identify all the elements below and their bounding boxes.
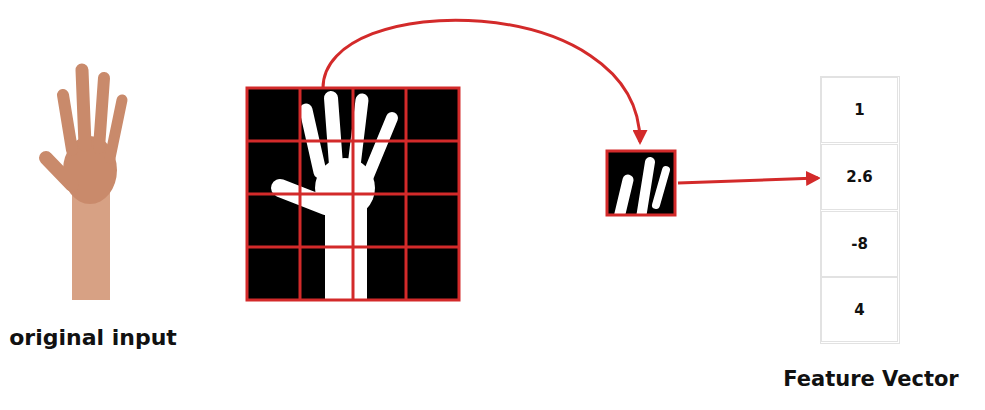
vector-value: 4 <box>854 301 864 319</box>
patch-finger <box>656 170 666 205</box>
silhouette-finger <box>368 118 392 176</box>
wrist <box>72 190 110 300</box>
patch-finger <box>618 180 628 215</box>
finger <box>82 70 85 145</box>
curved-arrow <box>323 20 640 142</box>
thumb <box>46 158 72 185</box>
straight-arrow <box>678 178 818 183</box>
feature-vector: Feature Vector12.6-84 <box>820 76 900 344</box>
binary-grid <box>247 88 459 310</box>
vector-cell: 2.6 <box>821 144 898 210</box>
vector-value: 2.6 <box>846 168 873 186</box>
image-patch <box>607 151 675 222</box>
patch-border <box>607 151 675 215</box>
finger <box>110 100 122 158</box>
grid-line <box>247 140 459 143</box>
silhouette-thumb <box>280 188 326 206</box>
hand-silhouette <box>280 98 392 300</box>
grid-lines <box>247 88 459 300</box>
patch-finger <box>641 162 650 215</box>
vector-cell: 4 <box>821 277 898 342</box>
patch-fingers <box>618 162 666 215</box>
grid-line <box>247 193 459 196</box>
finger <box>63 95 72 150</box>
vector-cell: -8 <box>821 211 898 277</box>
grid-border <box>247 88 459 300</box>
vector-value: -8 <box>851 235 868 253</box>
vector-heading: Feature Vector <box>781 367 961 391</box>
silhouette-finger <box>331 98 336 165</box>
finger <box>99 78 104 148</box>
silhouette-finger <box>354 100 362 166</box>
input-label: original input <box>0 325 186 350</box>
vector-value: 1 <box>854 101 864 119</box>
vector-cell: 1 <box>821 77 898 143</box>
grid-background <box>247 88 459 300</box>
grid-line <box>247 246 459 249</box>
hand-photo <box>46 70 122 300</box>
